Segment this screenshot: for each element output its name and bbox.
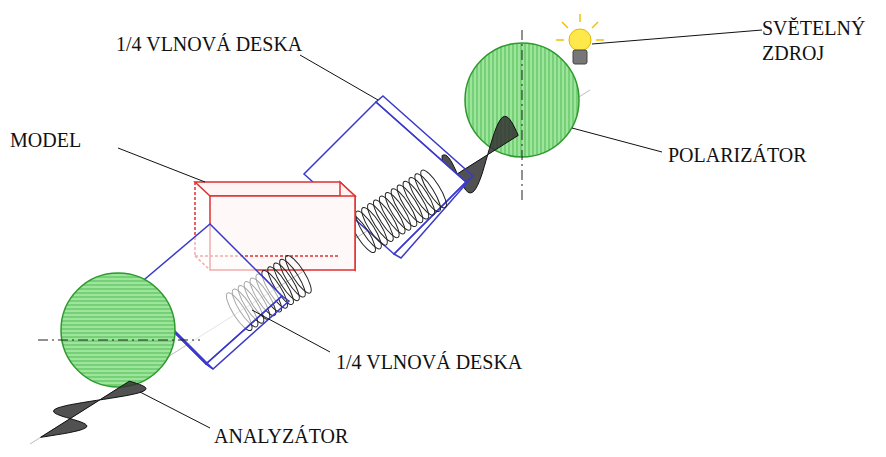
part-label: MODEL — [10, 128, 81, 153]
part-label: 1/4 VLNOVÁ DESKA — [116, 32, 302, 57]
part-label: 1/4 VLNOVÁ DESKA — [336, 350, 522, 375]
analyzed-wave — [41, 381, 146, 437]
circular-wave — [346, 167, 451, 255]
analyzer-disc — [38, 273, 200, 387]
light-bulb — [556, 14, 604, 64]
optical-axis — [30, 90, 590, 444]
part-label: SVĚTELNÝ ZDROJ — [762, 16, 882, 66]
part-label: ANALYZÁTOR — [214, 424, 348, 449]
leader-lines — [118, 30, 762, 428]
part-label: POLARIZÁTOR — [668, 143, 807, 168]
